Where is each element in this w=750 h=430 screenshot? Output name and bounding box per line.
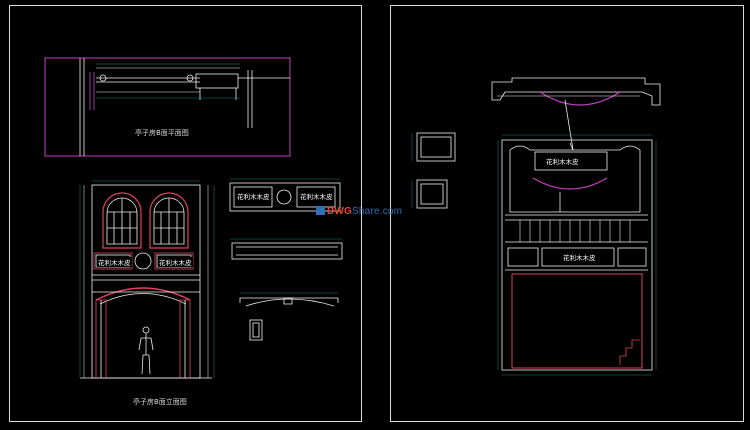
watermark: DWGShare.com [316,206,402,217]
panel-label: 花利木木皮 [545,156,580,166]
cabinet-elevation [501,99,653,371]
plan-view [44,57,291,157]
drawing-sheet-right [390,5,744,422]
detail-views [229,182,343,341]
elevation-caption: 亭子房B面立面图 [133,398,187,406]
plan-caption: 亭子房B面平面图 [135,129,189,137]
drawing-sheet-left [9,5,362,422]
watermark-text: Share.com [352,206,403,217]
elevation-view [80,184,212,379]
cornice-section [491,77,661,106]
panel-label: 花利木木皮 [562,252,597,262]
small-panels [416,132,456,209]
panel-label: 花利木木皮 [97,257,132,267]
dimension-lines-right [411,133,657,376]
person-figure [138,326,154,375]
dimension-lines [79,63,342,378]
watermark-brand: DWG [327,206,353,217]
panel-label: 花利木木皮 [236,191,271,201]
panel-label: 花利木木皮 [158,257,193,267]
panel-label: 花利木木皮 [299,191,334,201]
watermark-logo-icon [316,206,325,215]
